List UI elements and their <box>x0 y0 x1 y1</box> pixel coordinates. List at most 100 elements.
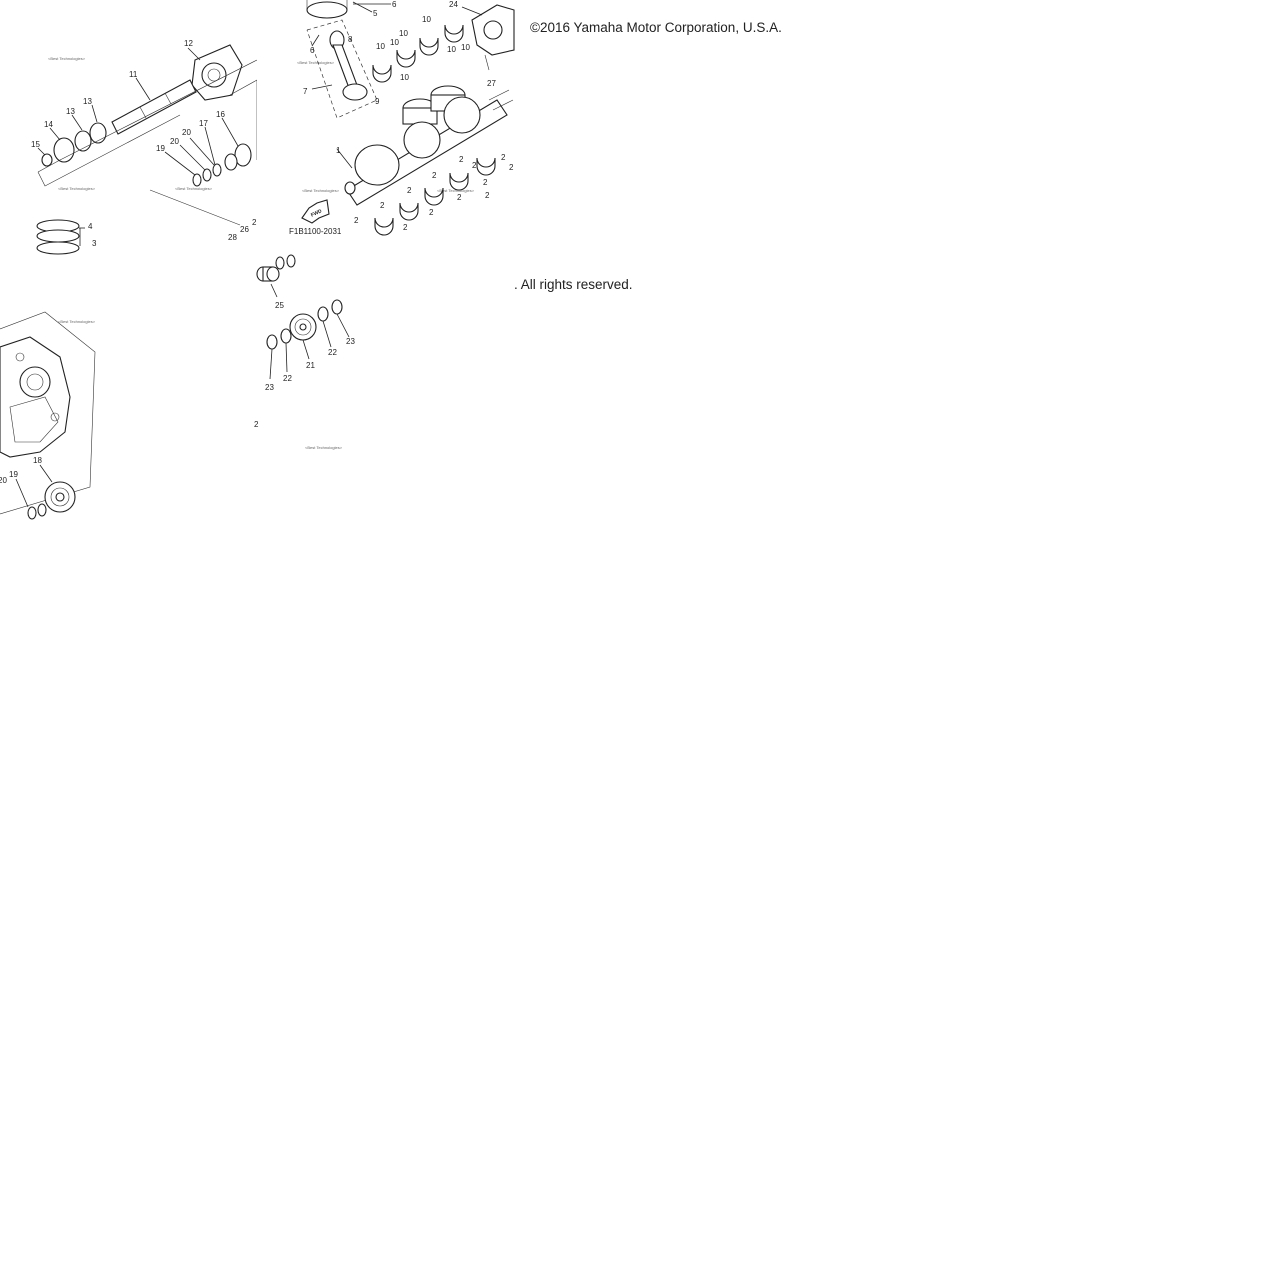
callout-label: 6 <box>310 46 315 55</box>
callout-label: 2 <box>509 163 514 172</box>
crankcase-part <box>0 336 71 458</box>
callout-label: 20 <box>182 128 191 137</box>
callout-label: 10 <box>400 73 409 82</box>
callout-label: 2 <box>483 178 488 187</box>
callout-label: 2 <box>485 191 490 200</box>
bearing-shell-group <box>374 157 496 236</box>
ring-part <box>212 163 222 177</box>
callout-label: 1 <box>336 146 341 155</box>
washer-part <box>280 328 292 344</box>
callout-label: 2 <box>403 223 408 232</box>
callout-label: 2 <box>459 155 464 164</box>
circlip-part <box>331 299 343 315</box>
watermark: <Best Technologies> <box>305 445 343 450</box>
callout-label: 17 <box>199 119 208 128</box>
drive-shaft-part <box>111 79 197 135</box>
callout-label: 15 <box>31 140 40 149</box>
diagram-tile-top-right: <Best Technologies> <Best Technologies> … <box>257 0 515 257</box>
diagram-tile-bottom-right: <Best Technologies> 25 23 22 21 22 23 <box>254 254 514 514</box>
callout-label: 10 <box>376 42 385 51</box>
callout-label: 2 <box>252 218 257 227</box>
callout-label: 13 <box>83 97 92 106</box>
callout-label: 2 <box>432 171 437 180</box>
callout-label: 25 <box>275 301 284 310</box>
callout-label: 5 <box>373 9 378 18</box>
callout-label: 26 <box>240 225 249 234</box>
callout-label: 2 <box>254 420 259 429</box>
watermark: <Best Technologies> <box>437 188 475 193</box>
seal-ring-part <box>89 122 107 144</box>
callout-label: 18 <box>33 456 42 465</box>
piston-part <box>306 0 348 19</box>
watermark: <Best Technologies> <box>302 188 340 193</box>
callout-label: 10 <box>399 29 408 38</box>
diagram-tile-bottom-right-drawing: <Best Technologies> 25 23 22 21 22 23 <box>254 254 355 450</box>
diagram-tile-bottom-left: <Best Technologies> 19 18 20 <box>0 257 257 520</box>
diagram-tile-top-left-drawing: <Best Technologies> <Best Technologies> … <box>31 39 258 255</box>
fwd-label: FWD <box>310 208 323 218</box>
callout-label: 19 <box>9 470 18 479</box>
bearing-shell-group <box>372 24 464 83</box>
gear-part <box>44 481 76 513</box>
callout-label: 8 <box>348 35 353 44</box>
watermark: <Best Technologies> <box>297 60 335 65</box>
callout-label: 2 <box>380 201 385 210</box>
ring-part <box>286 254 296 268</box>
callout-label: 6 <box>392 0 397 9</box>
crankshaft-part <box>344 89 514 206</box>
bushing-part <box>256 266 280 282</box>
ring-part <box>224 153 238 171</box>
callout-label: 2 <box>354 216 359 225</box>
callout-label: 12 <box>184 39 193 48</box>
callout-label: 23 <box>346 337 355 346</box>
callout-label: 10 <box>461 43 470 52</box>
callout-label: 2 <box>429 208 434 217</box>
diagram-tile-top-left: <Best Technologies> <Best Technologies> … <box>0 0 258 257</box>
piston-ring-part <box>36 229 80 243</box>
watermark: <Best Technologies> <box>48 56 86 61</box>
callout-label: 21 <box>306 361 315 370</box>
figure-code: F1B1100-2031 <box>289 227 342 236</box>
washer-part <box>317 306 329 322</box>
callout-label: 23 <box>265 383 274 392</box>
fwd-arrow-icon: FWD <box>301 199 330 224</box>
callout-label: 16 <box>216 110 225 119</box>
end-cover-part <box>471 4 515 56</box>
piston-ring-part <box>36 241 80 255</box>
callout-label: 2 <box>472 161 477 170</box>
circlip-part <box>266 334 278 350</box>
callout-label: 10 <box>390 38 399 47</box>
ring-part <box>202 168 212 182</box>
callout-label: 22 <box>328 348 337 357</box>
gear-part <box>289 313 317 341</box>
copyright-line-2: . All rights reserved. <box>514 277 633 292</box>
callout-label: 2 <box>407 186 412 195</box>
callout-label: 9 <box>375 97 380 106</box>
ring-part <box>234 143 252 167</box>
ring-part <box>37 503 47 517</box>
callout-label: 3 <box>92 239 97 248</box>
callout-label: 27 <box>487 79 496 88</box>
callout-label: 13 <box>66 107 75 116</box>
watermark: <Best Technologies> <box>58 186 96 191</box>
callout-label: 20 <box>170 137 179 146</box>
callout-label: 2 <box>501 153 506 162</box>
circlip-part <box>41 153 53 167</box>
bearing-part <box>53 137 75 163</box>
ring-part <box>275 256 285 270</box>
watermark: <Best Technologies> <box>175 186 213 191</box>
copyright-line-1: ©2016 Yamaha Motor Corporation, U.S.A. <box>530 20 782 35</box>
diagram-tile-top-right-drawing: <Best Technologies> <Best Technologies> … <box>289 0 515 236</box>
callout-label: 24 <box>449 0 458 9</box>
callout-label: 14 <box>44 120 53 129</box>
callout-label: 2 <box>457 193 462 202</box>
callout-label: 20 <box>0 476 7 485</box>
connecting-rod-part <box>329 30 368 101</box>
callout-label: 28 <box>228 233 237 242</box>
pump-housing-part <box>191 44 243 101</box>
ring-part <box>27 506 37 520</box>
callout-label: 19 <box>156 144 165 153</box>
callout-label: 7 <box>303 87 308 96</box>
callout-label: 4 <box>88 222 93 231</box>
callout-label: 22 <box>283 374 292 383</box>
